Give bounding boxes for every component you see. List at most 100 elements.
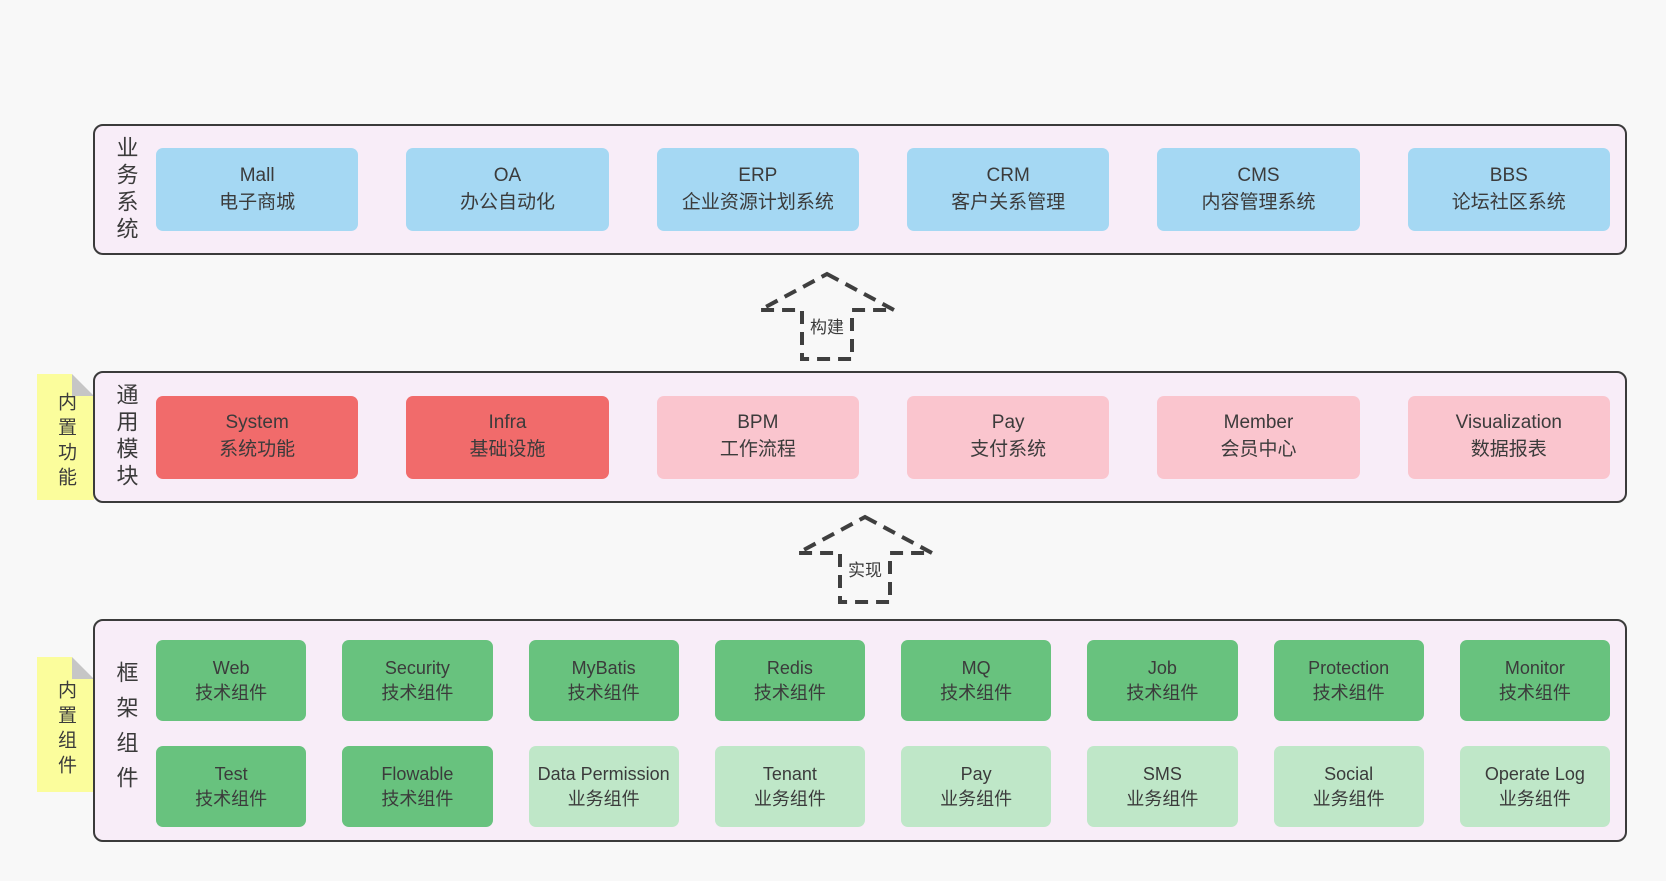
box-protection: Protection 技术组件 xyxy=(1273,640,1424,721)
box-row: Mall 电子商城 OA 办公自动化 ERP 企业资源计划系统 CRM 客户关系管理 CMS 内容… xyxy=(156,126,1610,253)
box-mq: MQ 技术组件 xyxy=(901,640,1052,721)
build-arrow-label: 构建 xyxy=(807,313,847,338)
box-row: System 系统功能 Infra 基础设施 BPM 工作流程 Pay 支付系统 Member 会… xyxy=(156,373,1610,501)
box-title: Operate Log xyxy=(1484,764,1585,785)
section-label-column: 框架组件 xyxy=(95,621,156,840)
dashed-up-arrow-icon xyxy=(797,514,933,604)
box-title: BPM xyxy=(737,412,779,434)
box-title: CMS xyxy=(1237,164,1280,186)
box-title: Mall xyxy=(239,164,275,186)
box-subtitle: 工作流程 xyxy=(719,439,796,460)
business-systems-section: 业务系统 Mall 电子商城 OA 办公自动化 ERP 企业资源计划系统 CRM 客户关系管理… xyxy=(93,124,1627,255)
box-subtitle: 支付系统 xyxy=(970,439,1047,460)
box-title: Test xyxy=(214,764,248,785)
implement-arrow-label: 实现 xyxy=(845,556,885,581)
box-title: Protection xyxy=(1308,658,1390,679)
box-tenant: Tenant 业务组件 xyxy=(714,746,865,827)
common-modules-rows: System 系统功能 Infra 基础设施 BPM 工作流程 Pay 支付系统 Member 会… xyxy=(156,373,1625,501)
box-subtitle: 企业资源计划系统 xyxy=(681,191,834,213)
box-title: Data Permission xyxy=(537,764,670,785)
box-subtitle: 办公自动化 xyxy=(459,191,555,213)
box-title: Visualization xyxy=(1455,412,1562,434)
box-pay: Pay 支付系统 xyxy=(906,395,1110,479)
box-title: Security xyxy=(384,658,450,679)
box-social: Social 业务组件 xyxy=(1273,746,1424,827)
business-systems-rows: Mall 电子商城 OA 办公自动化 ERP 企业资源计划系统 CRM 客户关系管理 CMS 内容… xyxy=(156,126,1625,253)
box-title: Tenant xyxy=(762,764,817,785)
box-subtitle: 数据报表 xyxy=(1470,439,1547,460)
folded-corner-icon xyxy=(72,657,94,679)
box-title: MQ xyxy=(961,658,991,679)
box-subtitle: 技术组件 xyxy=(567,682,640,703)
folded-corner-icon xyxy=(72,374,94,396)
box-redis: Redis 技术组件 xyxy=(714,640,865,721)
box-oa: OA 办公自动化 xyxy=(406,148,609,231)
section-label-column: 通用模块 xyxy=(95,373,156,501)
box-title: Web xyxy=(212,658,250,679)
box-subtitle: 电子商城 xyxy=(219,191,296,213)
framework-components-label: 框架组件 xyxy=(113,660,139,801)
box-subtitle: 业务组件 xyxy=(567,788,640,809)
box-system: System 系统功能 xyxy=(156,395,359,479)
business-systems-label: 业务系统 xyxy=(113,135,139,244)
implement-arrow: 实现 xyxy=(795,513,935,605)
box-title: CRM xyxy=(986,164,1030,186)
box-title: Pay xyxy=(991,412,1025,434)
box-visualization: Visualization 数据报表 xyxy=(1407,395,1610,479)
builtin-components-tab-label: 内置组件 xyxy=(55,679,76,780)
build-arrow: 构建 xyxy=(757,270,897,362)
box-subtitle: 技术组件 xyxy=(753,682,826,703)
common-modules-label: 通用模块 xyxy=(113,383,139,491)
builtin-components-tab: 内置组件 xyxy=(37,657,94,792)
box-subtitle: 业务组件 xyxy=(753,788,826,809)
box-subtitle: 技术组件 xyxy=(195,682,268,703)
builtin-features-tab-label: 内置功能 xyxy=(55,392,76,492)
box-cms: CMS 内容管理系统 xyxy=(1157,148,1360,231)
box-title: BBS xyxy=(1489,164,1528,186)
builtin-features-tab: 内置功能 xyxy=(37,374,94,500)
box-title: Monitor xyxy=(1504,658,1565,679)
box-subtitle: 业务组件 xyxy=(1126,788,1199,809)
box-subtitle: 业务组件 xyxy=(940,788,1013,809)
box-subtitle: 会员中心 xyxy=(1220,439,1297,460)
box-subtitle: 技术组件 xyxy=(381,788,454,809)
box-title: OA xyxy=(493,164,522,186)
box-subtitle: 技术组件 xyxy=(1126,682,1199,703)
box-subtitle: 内容管理系统 xyxy=(1201,191,1316,213)
box-title: Redis xyxy=(766,658,813,679)
box-subtitle: 技术组件 xyxy=(1498,682,1571,703)
box-subtitle: 业务组件 xyxy=(1498,788,1571,809)
box-subtitle: 技术组件 xyxy=(1312,682,1385,703)
box-data-permission: Data Permission 业务组件 xyxy=(528,746,679,827)
dashed-up-arrow-icon xyxy=(759,271,895,361)
box-title: Member xyxy=(1223,412,1294,434)
box-mall: Mall 电子商城 xyxy=(156,148,359,231)
box-monitor: Monitor 技术组件 xyxy=(1459,640,1610,721)
box-title: ERP xyxy=(738,164,778,186)
box-title: Social xyxy=(1324,764,1374,785)
box-crm: CRM 客户关系管理 xyxy=(906,148,1110,231)
box-title: System xyxy=(225,412,289,434)
box-subtitle: 系统功能 xyxy=(219,439,296,460)
box-subtitle: 基础设施 xyxy=(469,439,546,460)
section-label-column: 业务系统 xyxy=(95,126,156,253)
common-modules-section: 通用模块 System 系统功能 Infra 基础设施 BPM 工作流程 Pay 支付系统 Me… xyxy=(93,371,1627,503)
box-subtitle: 客户关系管理 xyxy=(951,191,1066,213)
box-bpm: BPM 工作流程 xyxy=(656,395,859,479)
box-erp: ERP 企业资源计划系统 xyxy=(656,148,859,231)
box-subtitle: 技术组件 xyxy=(940,682,1013,703)
box-subtitle: 业务组件 xyxy=(1312,788,1385,809)
box-title: Infra xyxy=(488,412,527,434)
box-web: Web 技术组件 xyxy=(156,640,307,721)
